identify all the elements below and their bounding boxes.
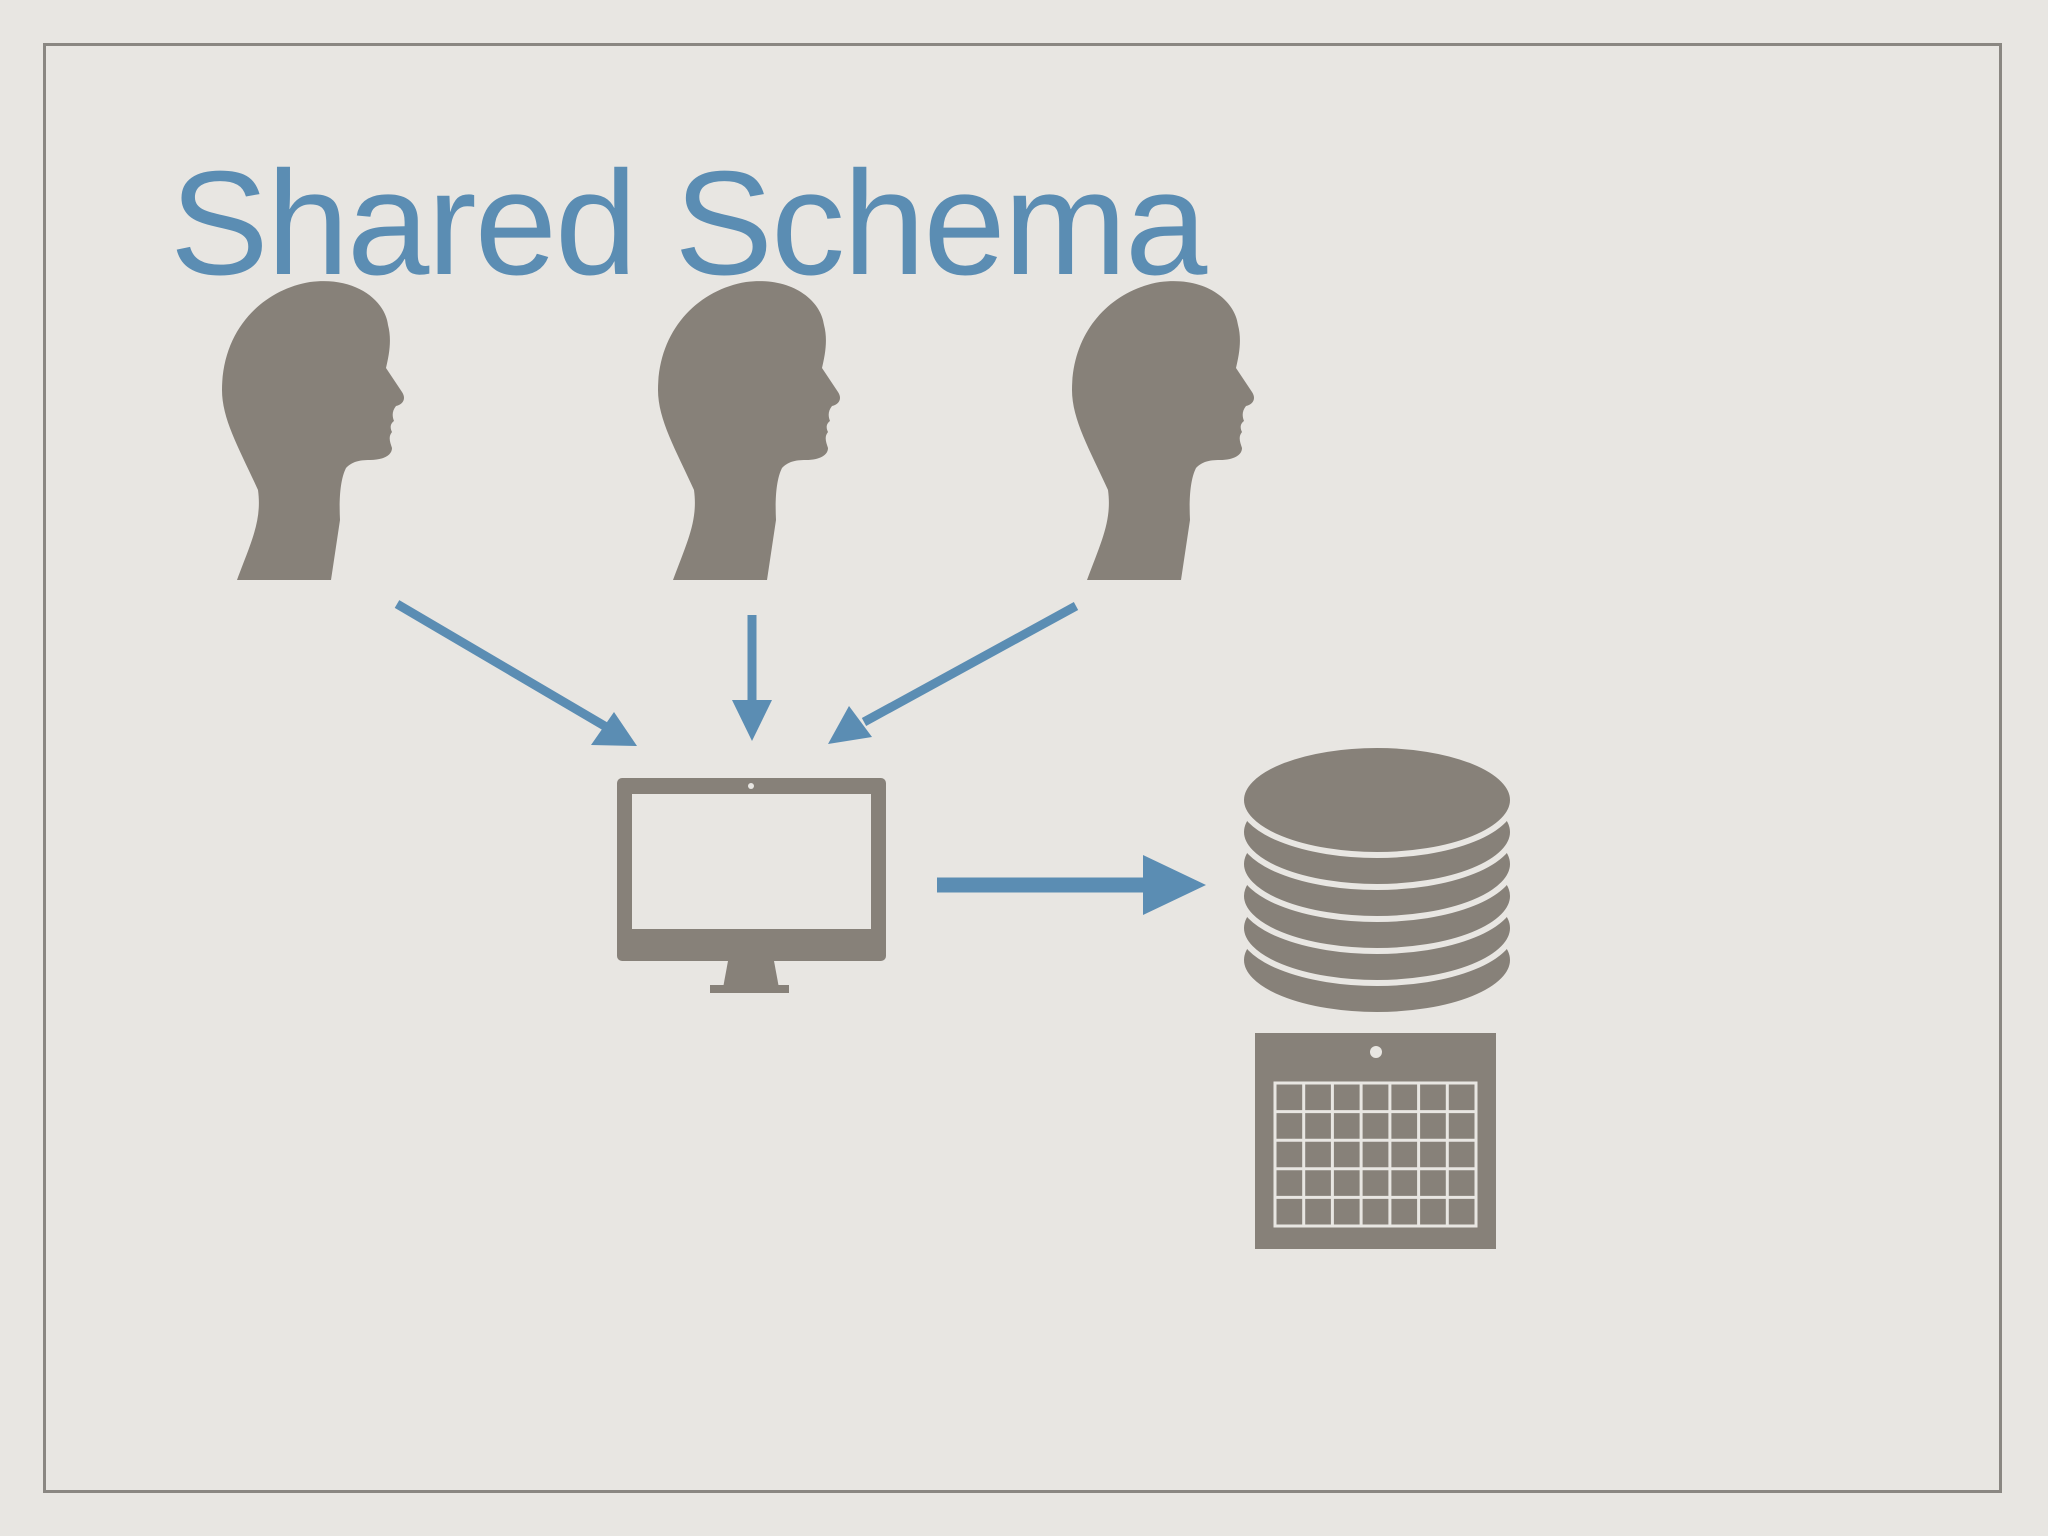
person-head-icon bbox=[1072, 281, 1254, 580]
calendar-grid-icon bbox=[1255, 1033, 1496, 1249]
slide-title: Shared Schema bbox=[170, 141, 1207, 306]
slide-frame bbox=[43, 43, 2002, 1493]
person-head-icon bbox=[658, 281, 840, 580]
arrow-middle-to-computer bbox=[732, 615, 772, 741]
arrow-left-to-computer bbox=[394, 600, 637, 746]
person-head-icon bbox=[222, 281, 404, 580]
database-stack-icon bbox=[1238, 742, 1516, 1018]
monitor-icon bbox=[617, 778, 886, 993]
arrow-right-to-computer bbox=[828, 602, 1079, 744]
arrow-computer-to-database bbox=[937, 855, 1206, 915]
